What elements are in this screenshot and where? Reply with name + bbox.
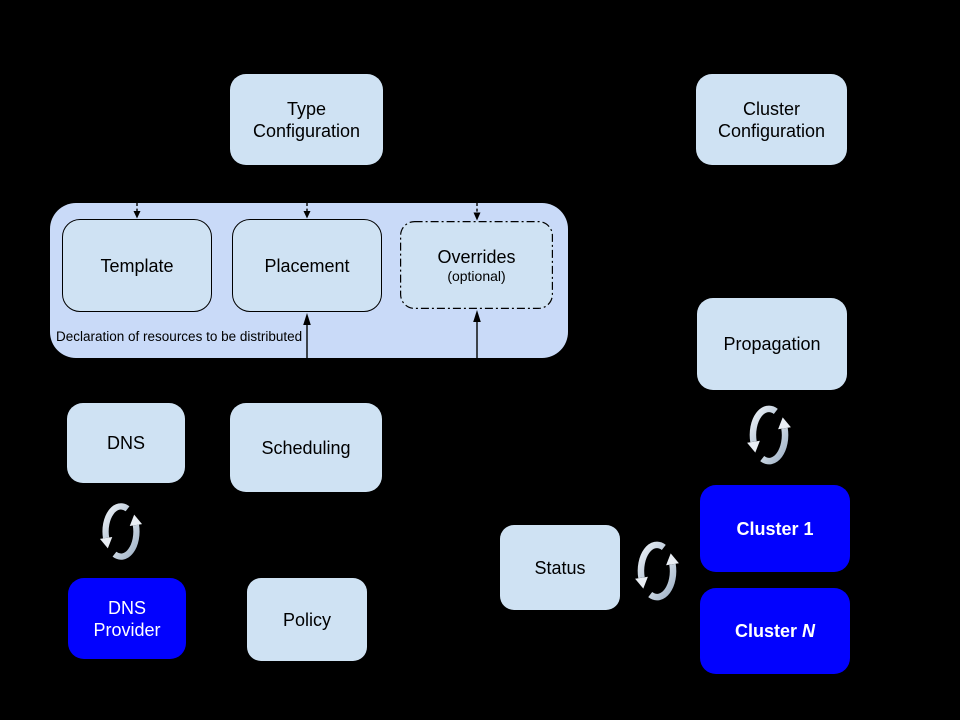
container-caption: Declaration of resources to be distribut… <box>56 329 303 344</box>
template-box: Template <box>62 219 212 312</box>
status-box: Status <box>500 525 620 610</box>
type-configuration-box: Type Configuration <box>230 74 383 165</box>
status-sync-icon <box>635 541 679 601</box>
policy-box: Policy <box>247 578 367 661</box>
cluster-n-label: Cluster N <box>734 621 816 641</box>
dns-label: DNS <box>106 433 145 453</box>
overrides-label: Overrides <box>437 246 516 267</box>
scheduling-label: Scheduling <box>261 437 351 458</box>
dns-box: DNS <box>67 403 185 483</box>
dns-provider-label: DNS Provider <box>93 597 161 640</box>
propagation-label: Propagation <box>723 334 821 354</box>
cluster-n-box: Cluster N <box>700 588 850 674</box>
propagation-box: Propagation <box>697 298 847 390</box>
cluster-configuration-box: Cluster Configuration <box>696 74 847 165</box>
scheduling-box: Scheduling <box>230 403 382 492</box>
template-label: Template <box>100 255 174 276</box>
placement-label: Placement <box>264 255 350 276</box>
propagation-sync-icon <box>747 405 791 465</box>
cluster-configuration-label: Cluster Configuration <box>717 98 826 141</box>
policy-label: Policy <box>282 609 331 630</box>
dns-sync-icon <box>99 503 143 560</box>
dns-provider-box: DNS Provider <box>68 578 186 659</box>
cluster-1-label: Cluster 1 <box>736 518 814 539</box>
placement-box: Placement <box>232 219 382 312</box>
overrides-box: Overrides (optional) <box>400 221 553 309</box>
status-label: Status <box>534 557 586 578</box>
cluster-1-box: Cluster 1 <box>700 485 850 572</box>
type-configuration-label: Type Configuration <box>252 98 361 141</box>
overrides-sublabel: (optional) <box>447 267 506 284</box>
